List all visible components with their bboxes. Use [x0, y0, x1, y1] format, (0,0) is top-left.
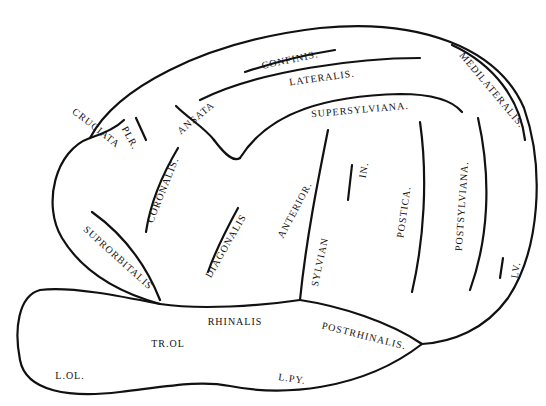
sulcus-label: PLR. [118, 122, 142, 153]
sulcus-label: POSTRHINALIS. [319, 319, 410, 353]
sulcus-label: ANSATA [174, 98, 219, 138]
sulcus-label: CONFINIS. [259, 48, 322, 73]
sulcus-label: MEDILATERALIS. [455, 48, 528, 132]
sulcus-label: POSTSYLVIANA. [453, 159, 472, 254]
sulcus-label: RHINALIS [206, 316, 265, 328]
sulcus-label: DIAGONALIS [202, 210, 250, 282]
sulcus-label: LV. [508, 259, 523, 281]
sulcus-label: IN. [356, 159, 371, 181]
sulcus-label: L.OL. [53, 370, 86, 382]
sulcus-label: SYLVIAN [309, 234, 332, 289]
sulcus-label: TR.OL [149, 338, 187, 350]
sulcus-label: CORONALIS. [144, 154, 183, 227]
sulcus-label: POSTICA. [394, 183, 414, 240]
sulcus-label: L.PY. [276, 371, 309, 387]
